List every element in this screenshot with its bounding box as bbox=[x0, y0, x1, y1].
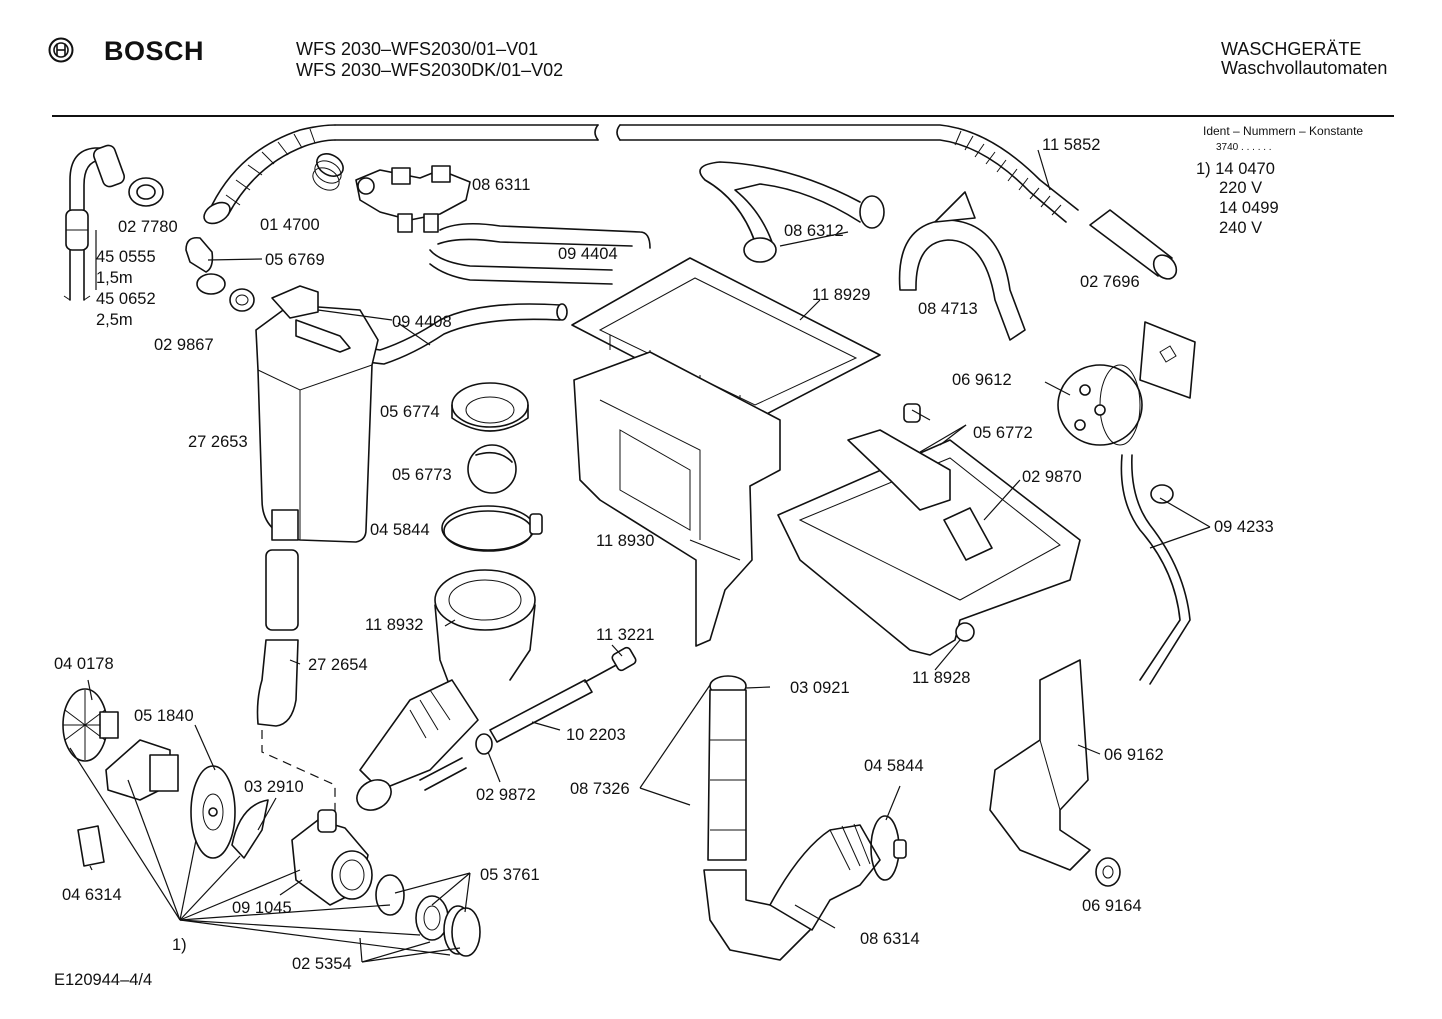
elbow-part bbox=[185, 236, 255, 312]
part-label: 1) bbox=[172, 936, 187, 954]
dispenser-box-part bbox=[255, 285, 379, 543]
part-label: 11 5852 bbox=[1042, 136, 1100, 154]
part-label: 04 6314 bbox=[62, 886, 122, 904]
part-label: 05 3761 bbox=[480, 866, 540, 884]
part-label: 27 2654 bbox=[308, 656, 368, 674]
ring-seal-part bbox=[128, 177, 164, 207]
bracket-part bbox=[231, 799, 269, 859]
inlet-hose-part bbox=[63, 144, 126, 301]
corrugated-hose-part bbox=[203, 124, 336, 225]
hose-part bbox=[349, 303, 568, 365]
drawing-id: E120944–4/4 bbox=[54, 971, 152, 989]
part-label: 06 9612 bbox=[952, 371, 1012, 389]
part-label: 06 9164 bbox=[1082, 897, 1142, 915]
model-line-2: WFS 2030–WFS2030DK/01–V02 bbox=[296, 60, 564, 80]
part-label: 09 4408 bbox=[392, 313, 452, 331]
part-label: 45 0652 bbox=[96, 290, 156, 308]
part-label: 02 9867 bbox=[154, 336, 214, 354]
ball-float-part bbox=[467, 444, 517, 494]
part-label: 04 5844 bbox=[370, 521, 430, 539]
part-label: 08 6311 bbox=[472, 176, 530, 194]
part-label: 05 1840 bbox=[134, 707, 194, 725]
part-label: 05 6774 bbox=[380, 403, 440, 421]
disc-part bbox=[190, 765, 236, 859]
seal-ring-part bbox=[451, 382, 529, 432]
part-label: 11 8929 bbox=[812, 286, 870, 304]
hose-part bbox=[256, 549, 336, 815]
dispenser-housing-part bbox=[573, 351, 781, 647]
part-label: 10 2203 bbox=[566, 726, 626, 744]
bellows-part bbox=[356, 569, 536, 811]
part-label: 05 6769 bbox=[265, 251, 325, 269]
part-label: 08 6312 bbox=[784, 222, 844, 240]
hose-clamp-part bbox=[441, 505, 543, 552]
category-line-1: WASCHGERÄTE bbox=[1221, 39, 1362, 59]
pump-seal-part bbox=[375, 874, 481, 957]
part-label: 11 8930 bbox=[596, 532, 654, 550]
part-label: 11 3221 bbox=[596, 626, 654, 644]
hose-part bbox=[429, 222, 651, 285]
top-hose-part bbox=[334, 124, 1079, 223]
part-label: 27 2653 bbox=[188, 433, 248, 451]
part-label: 06 9162 bbox=[1104, 746, 1164, 764]
holder-part bbox=[77, 825, 105, 867]
rod-part bbox=[419, 646, 637, 791]
part-label: 09 1045 bbox=[232, 899, 292, 917]
ident-line: 240 V bbox=[1219, 219, 1262, 237]
part-label: 02 7696 bbox=[1080, 273, 1140, 291]
pressure-switch-part bbox=[1057, 321, 1196, 446]
part-label: 08 7326 bbox=[570, 780, 630, 798]
hose-holder-part bbox=[898, 191, 1026, 341]
grommet-part bbox=[1095, 857, 1121, 887]
pressure-hose-part bbox=[1120, 454, 1191, 685]
part-label: 02 9872 bbox=[476, 786, 536, 804]
part-label: 09 4233 bbox=[1214, 518, 1274, 536]
hose-end-part bbox=[1089, 209, 1178, 280]
mounting-bracket-part bbox=[989, 659, 1091, 871]
part-label: 45 0555 bbox=[96, 248, 156, 266]
part-label: 02 7780 bbox=[118, 218, 178, 236]
sump-hose-part bbox=[769, 815, 907, 931]
brand-name: BOSCH bbox=[104, 36, 205, 66]
part-label: 1,5m bbox=[96, 269, 133, 287]
drain-pump-part bbox=[291, 809, 373, 906]
fan-part bbox=[62, 688, 119, 762]
hose-part bbox=[699, 161, 885, 263]
part-label: 05 6773 bbox=[392, 466, 452, 484]
ident-line: 1) 14 0470 bbox=[1196, 160, 1275, 178]
part-label: 04 5844 bbox=[864, 757, 924, 775]
part-label: 11 8932 bbox=[365, 616, 423, 634]
part-label: 11 8928 bbox=[912, 669, 970, 687]
ident-line: 14 0499 bbox=[1219, 199, 1279, 217]
ident-line: 220 V bbox=[1219, 179, 1262, 197]
part-label: 02 9870 bbox=[1022, 468, 1082, 486]
part-label: 08 4713 bbox=[918, 300, 978, 318]
part-label: 02 5354 bbox=[292, 955, 352, 973]
part-label: 05 6772 bbox=[973, 424, 1033, 442]
bosch-logo-icon bbox=[48, 37, 74, 63]
dispenser-tray-part bbox=[777, 429, 1081, 656]
part-label: 03 2910 bbox=[244, 778, 304, 796]
header-rule bbox=[52, 115, 1394, 117]
part-label: 09 4404 bbox=[558, 245, 618, 263]
part-label: 04 0178 bbox=[54, 655, 114, 673]
pump-motor-part bbox=[105, 739, 179, 801]
part-label: 2,5m bbox=[96, 311, 133, 329]
model-line-1: WFS 2030–WFS2030/01–V01 bbox=[296, 39, 539, 59]
part-label: 03 0921 bbox=[790, 679, 850, 697]
ident-title: Ident – Nummern – Konstante bbox=[1203, 124, 1363, 138]
spring-part bbox=[312, 153, 344, 191]
small-fitting-part bbox=[903, 403, 993, 561]
category-line-2: Waschvollautomaten bbox=[1221, 58, 1388, 78]
inlet-valve-part bbox=[355, 165, 471, 233]
ident-code: 3740 . . . . . . bbox=[1216, 142, 1272, 153]
part-label: 08 6314 bbox=[860, 930, 920, 948]
part-label: 01 4700 bbox=[260, 216, 320, 234]
leader-lines bbox=[69, 149, 1211, 963]
